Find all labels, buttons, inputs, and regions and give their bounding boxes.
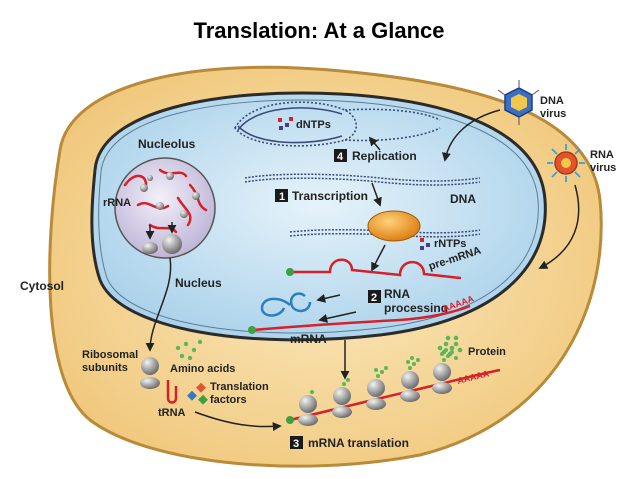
- step-2-badge: [368, 290, 381, 303]
- label-dntps: dNTPs: [296, 119, 331, 131]
- label-trna: tRNA: [158, 407, 186, 419]
- step-4-badge: [334, 149, 347, 162]
- trna-icon: [166, 380, 178, 404]
- nucleolus-subunits: [142, 234, 182, 254]
- label-rrna: rRNA: [103, 197, 131, 209]
- label-rntps: rNTPs: [434, 238, 466, 250]
- translation-mrna: [289, 368, 501, 422]
- step-3-number: 3: [293, 438, 299, 450]
- pre-mrna-strand: [288, 258, 462, 280]
- dna-virus-icon: [497, 80, 540, 125]
- label-translation-factors-1: Translation: [210, 381, 269, 393]
- polysome-ribosomes: [298, 363, 452, 426]
- step-1-number: 1: [279, 191, 285, 203]
- label-dna-virus-2: virus: [540, 108, 566, 120]
- label-nucleolus: Nucleolus: [138, 137, 196, 151]
- replication-dna-loop: [234, 101, 441, 147]
- step-1-label: Transcription: [292, 189, 368, 203]
- step-4-number: 4: [337, 151, 344, 163]
- step-4-label: Replication: [352, 149, 417, 163]
- rna-virus-icon: [547, 144, 585, 182]
- rntps-dots: [420, 238, 430, 250]
- dna-strand-1: [244, 173, 481, 182]
- label-translation-factors-2: factors: [210, 394, 247, 406]
- label-cytosol: Cytosol: [20, 279, 64, 293]
- label-protein: Protein: [468, 346, 506, 358]
- excised-introns: [260, 292, 312, 317]
- step-3-badge: [290, 436, 303, 449]
- mrna-strand: [251, 304, 471, 332]
- ribosomal-subunits: [140, 357, 160, 389]
- translation-factors-icons: [187, 382, 208, 405]
- step-3-label: mRNA translation: [308, 436, 409, 450]
- nucleus-envelope: [90, 91, 547, 342]
- pre-mrna-cap: [286, 268, 294, 276]
- label-ribosomal-2: subunits: [82, 362, 128, 374]
- step-2-number: 2: [371, 292, 377, 304]
- protein-cluster: [437, 335, 463, 357]
- label-nucleus: Nucleus: [175, 276, 222, 290]
- label-ribosomal-1: Ribosomal: [82, 349, 138, 361]
- step-1-badge: [275, 189, 288, 202]
- rna-polymerase: [367, 210, 421, 242]
- label-mrna: mRNA: [290, 332, 327, 346]
- dntps-dots: [278, 117, 293, 130]
- step-2-label: RNA: [384, 287, 410, 301]
- label-rna-virus-2: virus: [590, 162, 616, 174]
- page-title: Translation: At a Glance: [193, 18, 445, 43]
- label-dna-virus-1: DNA: [540, 95, 564, 107]
- label-dna: DNA: [450, 192, 476, 206]
- nucleolus-ribosome-balls: [140, 172, 200, 218]
- label-amino-acids: Amino acids: [170, 363, 235, 375]
- step-2-label-2: processing: [384, 301, 448, 315]
- amino-acid-dots: [175, 339, 203, 361]
- label-rna-virus-1: RNA: [590, 149, 614, 161]
